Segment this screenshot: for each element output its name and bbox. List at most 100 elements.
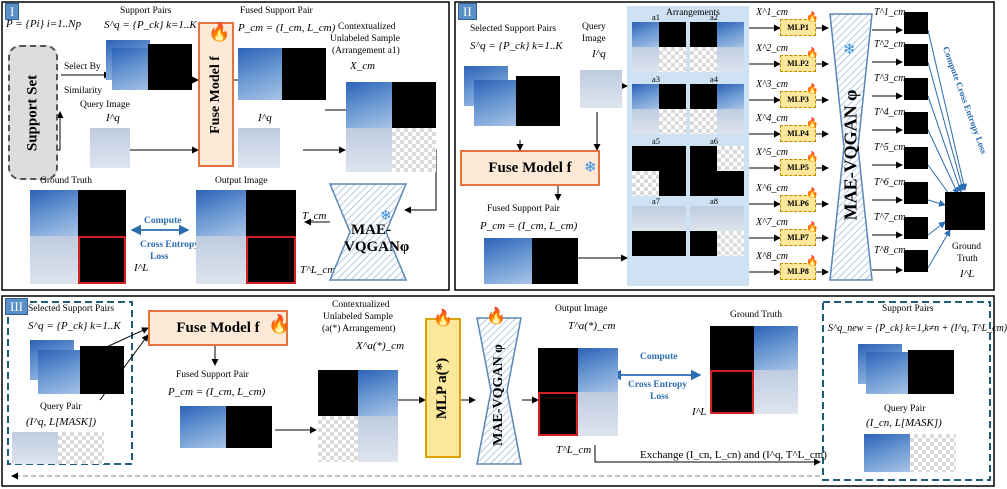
ctx-mask-tr — [392, 82, 436, 128]
mlp-box-6: MLP6 — [780, 195, 816, 212]
t-mask-2 — [904, 44, 928, 66]
t-label-1: T^1_cm — [874, 7, 906, 18]
p2-fused-image — [484, 238, 532, 284]
mlp-box-2: MLP2 — [780, 55, 816, 72]
arrangement-label-7: a7 — [652, 196, 661, 206]
flame-icon: 🔥 — [806, 256, 819, 267]
p3-fused-image — [180, 406, 226, 448]
p2-fused-support-pair-label: Fused Support Pair — [487, 204, 560, 214]
p3-gt-mask-bl — [710, 370, 754, 414]
arrangement-label-8: a8 — [710, 196, 719, 206]
p3-fused-mask — [226, 406, 272, 448]
t-mask-3 — [904, 78, 928, 100]
panel-2-tag: II — [458, 3, 477, 20]
p3-unlabeled-sample-label: Unlabeled Sample — [323, 312, 393, 322]
support-mask — [148, 44, 192, 90]
query-label-2: Query — [582, 22, 606, 32]
flame-icon: 🔥 — [806, 84, 819, 95]
p2-fuse-model-label: Fuse Model f — [488, 159, 572, 176]
p3-query-image — [12, 432, 58, 464]
arrangements-label: Arrangements — [666, 8, 720, 18]
p3-new-support-image — [866, 352, 910, 394]
t-label-2: T^2_cm — [874, 39, 906, 50]
arrangement-3-cell-1 — [632, 84, 659, 109]
iq2-label: I^q — [258, 112, 272, 124]
cross-entropy-label: Cross Entropy — [140, 240, 200, 250]
contextualized-label: Contextualized — [338, 22, 396, 32]
arrangement-1-cell-1 — [632, 22, 659, 47]
mae-vqgan-hourglass — [328, 183, 408, 281]
fused-image — [238, 48, 282, 100]
flame-icon: 🔥 — [806, 48, 819, 59]
arrangement-6-cell-2 — [717, 146, 744, 171]
p3-selected-support-pairs-label: Selected Support Pairs — [28, 304, 115, 314]
p3-gt-image-br — [754, 370, 798, 414]
mlp-box-3: MLP3 — [780, 91, 816, 108]
t-mask-5 — [904, 147, 928, 169]
p3-mae-vqgan-label: MAE-VQGAN φ — [491, 344, 506, 446]
p2-mae-vqgan-label: MAE-VQGAN φ — [840, 89, 861, 221]
fuse-model-box: Fuse Model f — [198, 22, 234, 167]
similarity-label: Similarity — [64, 86, 102, 96]
p2-compute-ce-label: Compute Cross Entropy Loss — [940, 44, 990, 156]
compute-label: Compute — [144, 216, 182, 226]
flame-icon: 🔥 — [806, 222, 819, 233]
p3-support-mask — [80, 346, 124, 394]
arrangement-3-cell-4 — [659, 109, 686, 134]
support-set-box: Support Set — [8, 45, 58, 180]
p2-truth-label: Truth — [957, 254, 978, 264]
p2-fused-mask — [532, 238, 578, 284]
tcm-label: T_cm — [302, 210, 327, 222]
p3-ground-truth-label: Ground Truth — [730, 310, 782, 320]
x-label-4: X^4_cm — [756, 113, 788, 124]
gt-mask-tr — [78, 190, 126, 236]
p2-mae-vqgan-hourglass — [829, 13, 873, 281]
p3-gt-mask-tl — [710, 326, 754, 370]
p2-ground-truth-mask — [945, 192, 985, 230]
arrangement-5-cell-1 — [632, 146, 659, 171]
mae-vqgan-label: MAE-VQGANφ — [344, 222, 410, 255]
arrangement-1-cell-3 — [632, 47, 659, 72]
p2-support-image — [474, 80, 518, 126]
arrangement-7-cell-1 — [632, 206, 659, 231]
mlp-box-4: MLP4 — [780, 125, 816, 142]
arrangement-label-1: a1 — [652, 12, 661, 22]
p3-x-label: X^a(*)_cm — [356, 340, 405, 352]
t-label-8: T^8_cm — [874, 245, 906, 256]
t-mask-7 — [904, 217, 928, 239]
arrangement-2-cell-3 — [690, 47, 717, 72]
xcm-label: X_cm — [350, 60, 376, 72]
flame-icon: 🔥 — [486, 308, 506, 325]
p3-mlp-label: MLP a(*) — [434, 357, 451, 419]
p3-ctx-image-br — [358, 416, 398, 462]
arrangement-2-cell-1 — [690, 22, 717, 47]
p3-mae-vqgan-hourglass — [476, 317, 522, 465]
p3-new-query-blank — [910, 434, 956, 472]
t-label-4: T^4_cm — [874, 107, 906, 118]
panel-1-tag: I — [5, 3, 20, 20]
p3-fused-support-pair-label: Fused Support Pair — [176, 370, 249, 380]
arrangement-label-6: a6 — [710, 136, 719, 146]
arrangement-1-cell-4 — [659, 47, 686, 72]
arrangement-6-cell-3 — [690, 171, 717, 196]
p3-query-pair-label: Query Pair — [40, 402, 82, 412]
il-label: I^L — [134, 262, 149, 274]
ground-truth-label: Ground Truth — [40, 176, 92, 186]
p2-support-mask — [516, 76, 560, 126]
flame-icon: 🔥 — [268, 314, 291, 334]
output-image-label: Output Image — [215, 176, 268, 186]
p3-cross-entropy-label: Cross Entropy — [628, 380, 688, 390]
p3-compute-label: Compute — [640, 352, 678, 362]
p3-exchange-label: Exchange (I_cn, L_cn) and (I^q, T^L_cm) — [640, 449, 827, 461]
flame-icon: 🔥 — [806, 118, 819, 129]
arrangement-8-cell-4 — [717, 231, 744, 256]
x-label-2: X^2_cm — [756, 43, 788, 54]
support-set-label: Support Set — [24, 74, 41, 151]
p3-mlp-box: MLP a(*) — [425, 318, 461, 458]
snowflake-icon: ❄ — [843, 42, 856, 58]
p3-arrangement-label: (a(*) Arrangement) — [322, 324, 396, 334]
loss-label: Loss — [150, 252, 169, 262]
selected-support-pairs-label: Selected Support Pairs — [470, 24, 557, 34]
t-mask-1 — [904, 12, 928, 34]
p3-out-image-br — [578, 392, 618, 436]
